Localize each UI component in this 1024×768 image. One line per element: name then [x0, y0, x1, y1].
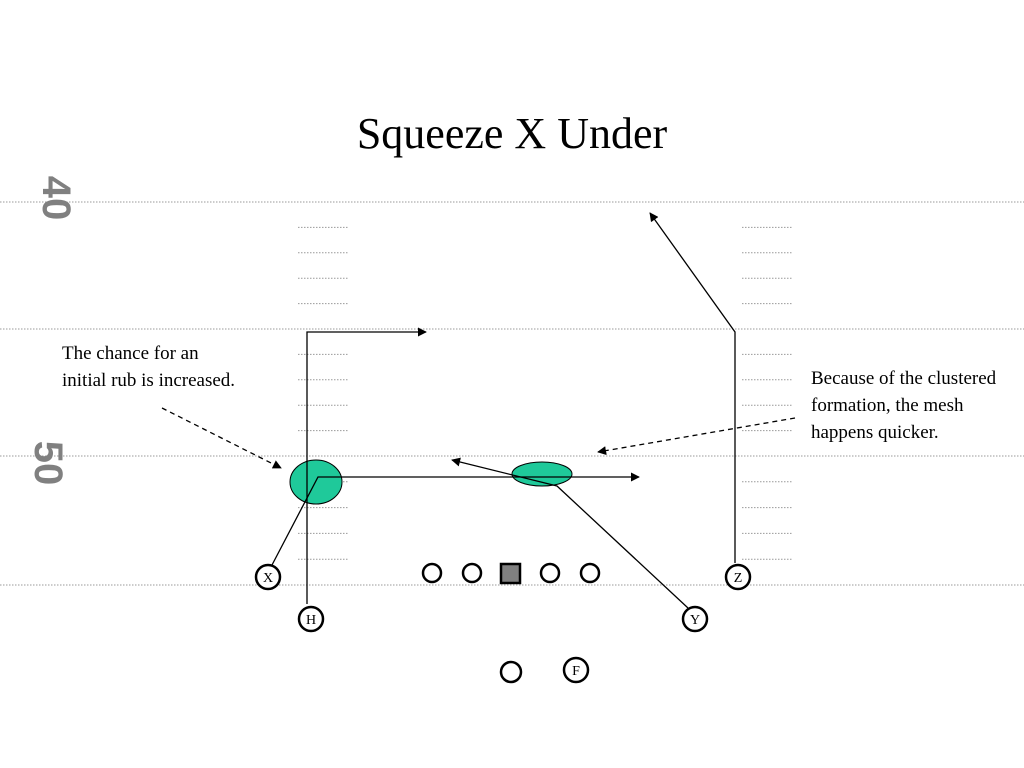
yard-lines: [0, 201, 1024, 586]
offensive-line: [421, 562, 601, 684]
route-y: [451, 457, 689, 609]
slide-title: Squeeze X Under: [356, 109, 668, 158]
note-arrows: [161, 407, 796, 469]
right-guard: [539, 562, 561, 584]
hash-marks: [298, 226, 792, 560]
note-right: Because of the clustered formation, the …: [811, 368, 997, 443]
player-z-label: Z: [734, 571, 743, 586]
yard-number-40: 40: [34, 175, 78, 221]
route-z: [649, 212, 736, 563]
note-left: The chance for an initial rub is increas…: [62, 343, 236, 391]
quarterback: [499, 660, 523, 684]
routes: [271, 212, 736, 609]
center: [499, 562, 522, 585]
player-h: H: [297, 605, 325, 633]
player-y: Y: [681, 605, 709, 633]
mesh-point-center: [511, 461, 573, 487]
player-x-label: X: [263, 571, 273, 586]
player-y-label: Y: [690, 613, 700, 628]
player-f: F: [562, 656, 590, 684]
player-x: X: [254, 563, 282, 591]
player-f-label: F: [572, 664, 580, 679]
route-x: [271, 472, 640, 566]
left-guard: [461, 562, 483, 584]
route-h: [306, 327, 427, 604]
note-arrow-left: [161, 407, 282, 469]
right-tackle: [579, 562, 601, 584]
note-arrow-right: [597, 417, 796, 456]
player-h-label: H: [306, 613, 316, 628]
player-z: Z: [724, 563, 752, 591]
left-tackle: [421, 562, 443, 584]
yard-number-50: 50: [26, 440, 70, 486]
